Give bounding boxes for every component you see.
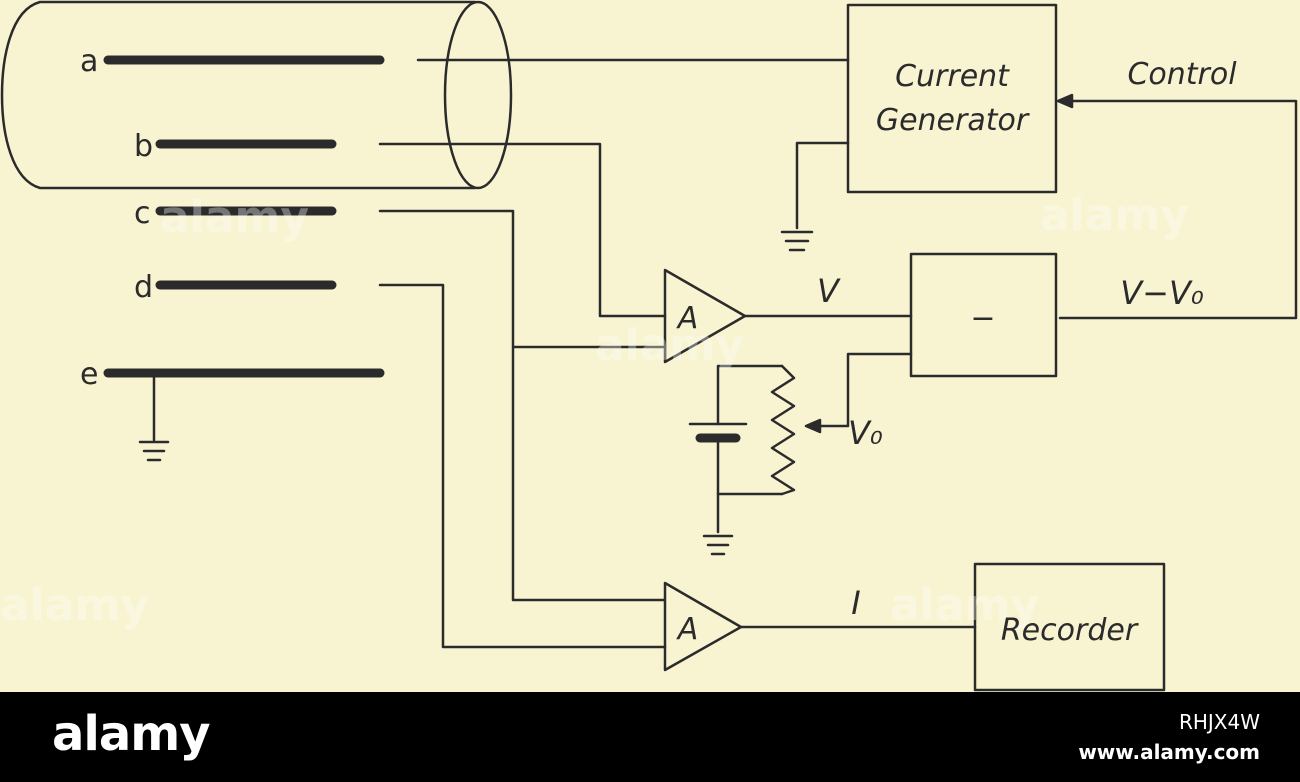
cylinder-body (0, 0, 477, 190)
watermark-text: alamy (890, 580, 1039, 631)
footer-logo: alamy (52, 706, 211, 762)
subtractor-label: − (970, 301, 995, 336)
control-label: Control (1127, 57, 1237, 92)
signal-v0-label: V₀ (848, 414, 883, 452)
control-arrow (1056, 93, 1074, 109)
label-d: d (134, 270, 153, 305)
circuit-schematic: alamy alamy alamy alamy alamy a b c d e … (0, 0, 1298, 692)
watermark-text: alamy (595, 320, 744, 371)
watermark-text: alamy (1040, 190, 1189, 241)
wire-b (378, 142, 667, 318)
circuit-diagram: alamy alamy alamy alamy alamy a b c d e … (0, 0, 1300, 692)
wire-generator-ground (795, 141, 850, 230)
signal-i-label: I (851, 584, 860, 622)
label-b: b (134, 129, 153, 164)
wire-v0-to-subtractor (816, 352, 913, 428)
wire-pot-top (716, 364, 784, 426)
amplifier-top-label: A (676, 301, 699, 336)
ground-symbol-battery (702, 534, 734, 556)
recorder-box (973, 562, 1166, 692)
current-generator-label-line1: Current (895, 59, 1010, 94)
v0-arrow (804, 418, 822, 434)
watermark-text: alamy (0, 580, 149, 631)
subtractor-box (909, 252, 1058, 378)
wire-c (378, 209, 667, 602)
footer-bar (0, 692, 1300, 782)
ground-symbol-e (138, 440, 170, 462)
amplifier-bottom (663, 581, 743, 672)
current-generator-box (846, 3, 1058, 194)
current-generator-label-line2: Generator (876, 103, 1030, 138)
recorder-label: Recorder (1001, 613, 1139, 648)
resistor-zigzag (770, 364, 796, 496)
footer-url: www.alamy.com (1078, 740, 1260, 764)
footer-image-id: RHJX4W (1178, 710, 1260, 734)
wire-control (1058, 99, 1298, 320)
signal-v-label: V (817, 272, 841, 310)
cylinder-end (443, 0, 513, 190)
signal-v-minus-v0-label: V−V₀ (1120, 274, 1204, 312)
ground-symbol-generator (780, 230, 814, 252)
watermark-text: alamy (160, 192, 309, 243)
amplifier-top (663, 268, 747, 364)
amplifier-bottom-label: A (676, 612, 699, 647)
label-a: a (80, 44, 98, 79)
label-e: e (80, 357, 98, 392)
wire-d (378, 283, 667, 649)
label-c: c (134, 196, 151, 231)
